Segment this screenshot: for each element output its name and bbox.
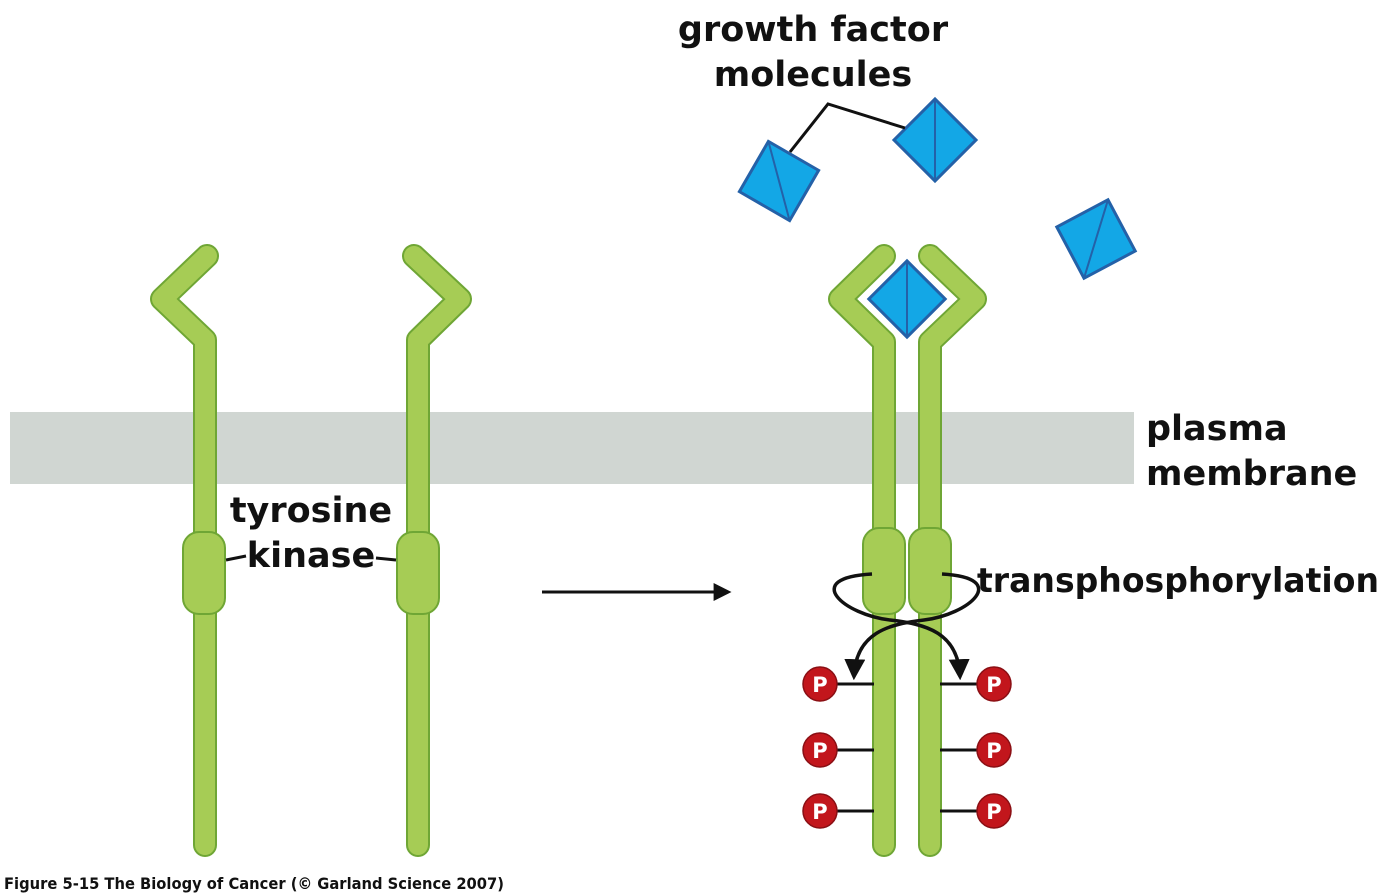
svg-text:P: P <box>812 739 827 763</box>
growth-factor-label-line2: molecules <box>714 55 912 95</box>
phosphate-connectors <box>836 682 978 813</box>
receptor-dimer-b <box>908 244 987 857</box>
growth-factor-molecule-1 <box>737 139 821 223</box>
growth-factor-label-line1: growth factor <box>678 10 949 50</box>
growth-factor-molecule-2 <box>891 96 979 184</box>
phosphate-group: P <box>976 666 1012 702</box>
growth-factor-molecule-3 <box>1054 197 1138 281</box>
dimer-kinase-domain-b <box>908 527 952 615</box>
tyrosine-kinase-domain-2 <box>396 531 440 615</box>
svg-text:P: P <box>986 739 1001 763</box>
receptor-monomer-2 <box>396 244 472 857</box>
kinase-leader-right <box>375 556 397 562</box>
plasma-membrane <box>10 412 1134 484</box>
tyrosine-kinase-label-line1: tyrosine <box>230 491 392 531</box>
svg-text:P: P <box>986 673 1001 697</box>
plasma-membrane-label-line1: plasma <box>1146 409 1288 449</box>
phosphate-group: P <box>802 732 838 768</box>
tyrosine-kinase-domain-1 <box>182 531 226 615</box>
figure-caption: Figure 5-15 The Biology of Cancer (© Gar… <box>4 874 504 893</box>
phosphate-group: P <box>976 732 1012 768</box>
phosphate-group: P <box>802 793 838 829</box>
phosphate-group: P <box>976 793 1012 829</box>
kinase-leader-left <box>225 554 247 562</box>
transphosphorylation-label: transphosphorylation <box>977 561 1379 601</box>
transphosphorylation-arrow-right <box>844 572 981 681</box>
dimer-kinase-domain-a <box>862 527 906 615</box>
receptor-dimer-a <box>828 244 906 857</box>
svg-text:P: P <box>812 673 827 697</box>
plasma-membrane-label-line2: membrane <box>1146 454 1357 494</box>
receptor-monomer-1 <box>150 244 226 857</box>
transphosphorylation-arrow-left <box>832 572 970 681</box>
tyrosine-kinase-label-line2: kinase <box>247 536 375 576</box>
phosphate-group: P <box>802 666 838 702</box>
svg-text:P: P <box>812 800 827 824</box>
svg-text:P: P <box>986 800 1001 824</box>
growth-factor-leader <box>788 102 906 153</box>
